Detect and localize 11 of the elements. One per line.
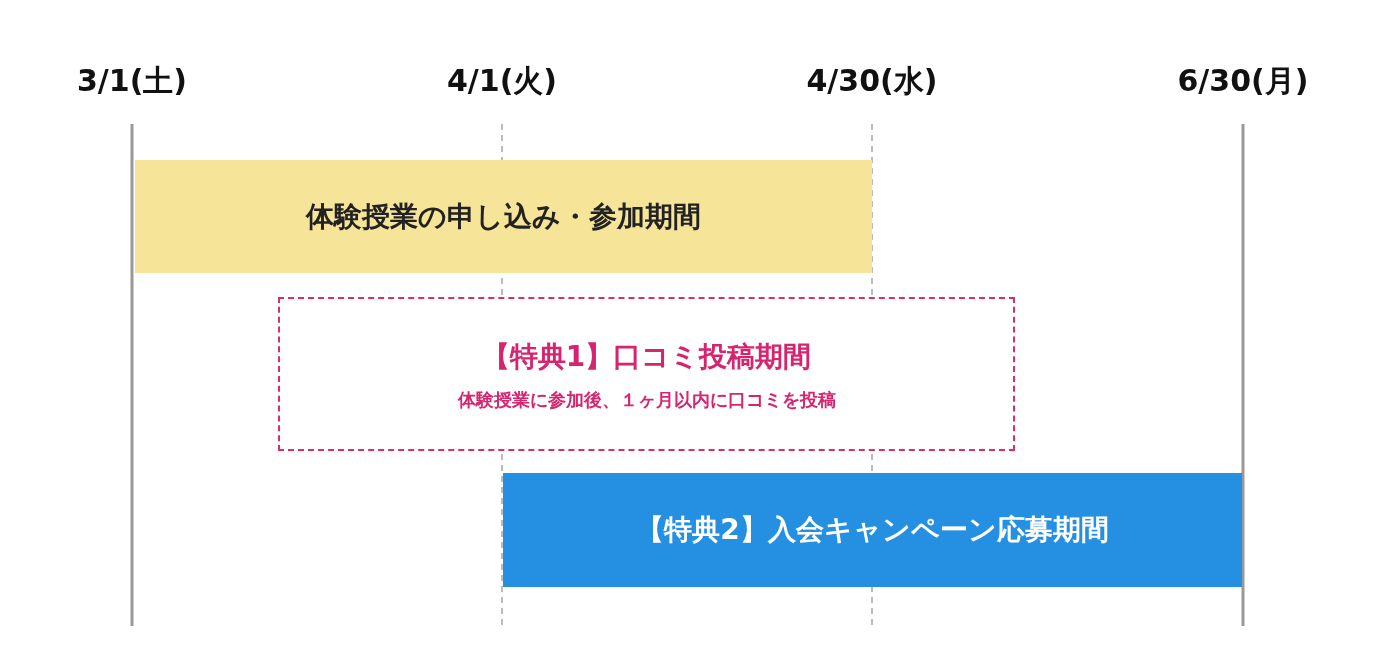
date-label: 4/30(水) [806,62,938,100]
period-bar [503,473,1242,587]
period-title: 体験授業の申し込み・参加期間 [306,198,701,235]
period-title: 【特典2】入会キャンペーン応募期間 [636,512,1109,548]
period-title: 【特典1】口コミ投稿期間 [481,338,812,375]
date-label: 4/1(火) [446,62,558,100]
date-label: 3/1(土) [76,62,188,100]
period-note: 体験授業に参加後、１ヶ月以内に口コミを投稿 [457,387,836,412]
period-box [278,297,1015,451]
date-label: 6/30(月) [1177,62,1309,100]
period-bar [135,160,872,273]
